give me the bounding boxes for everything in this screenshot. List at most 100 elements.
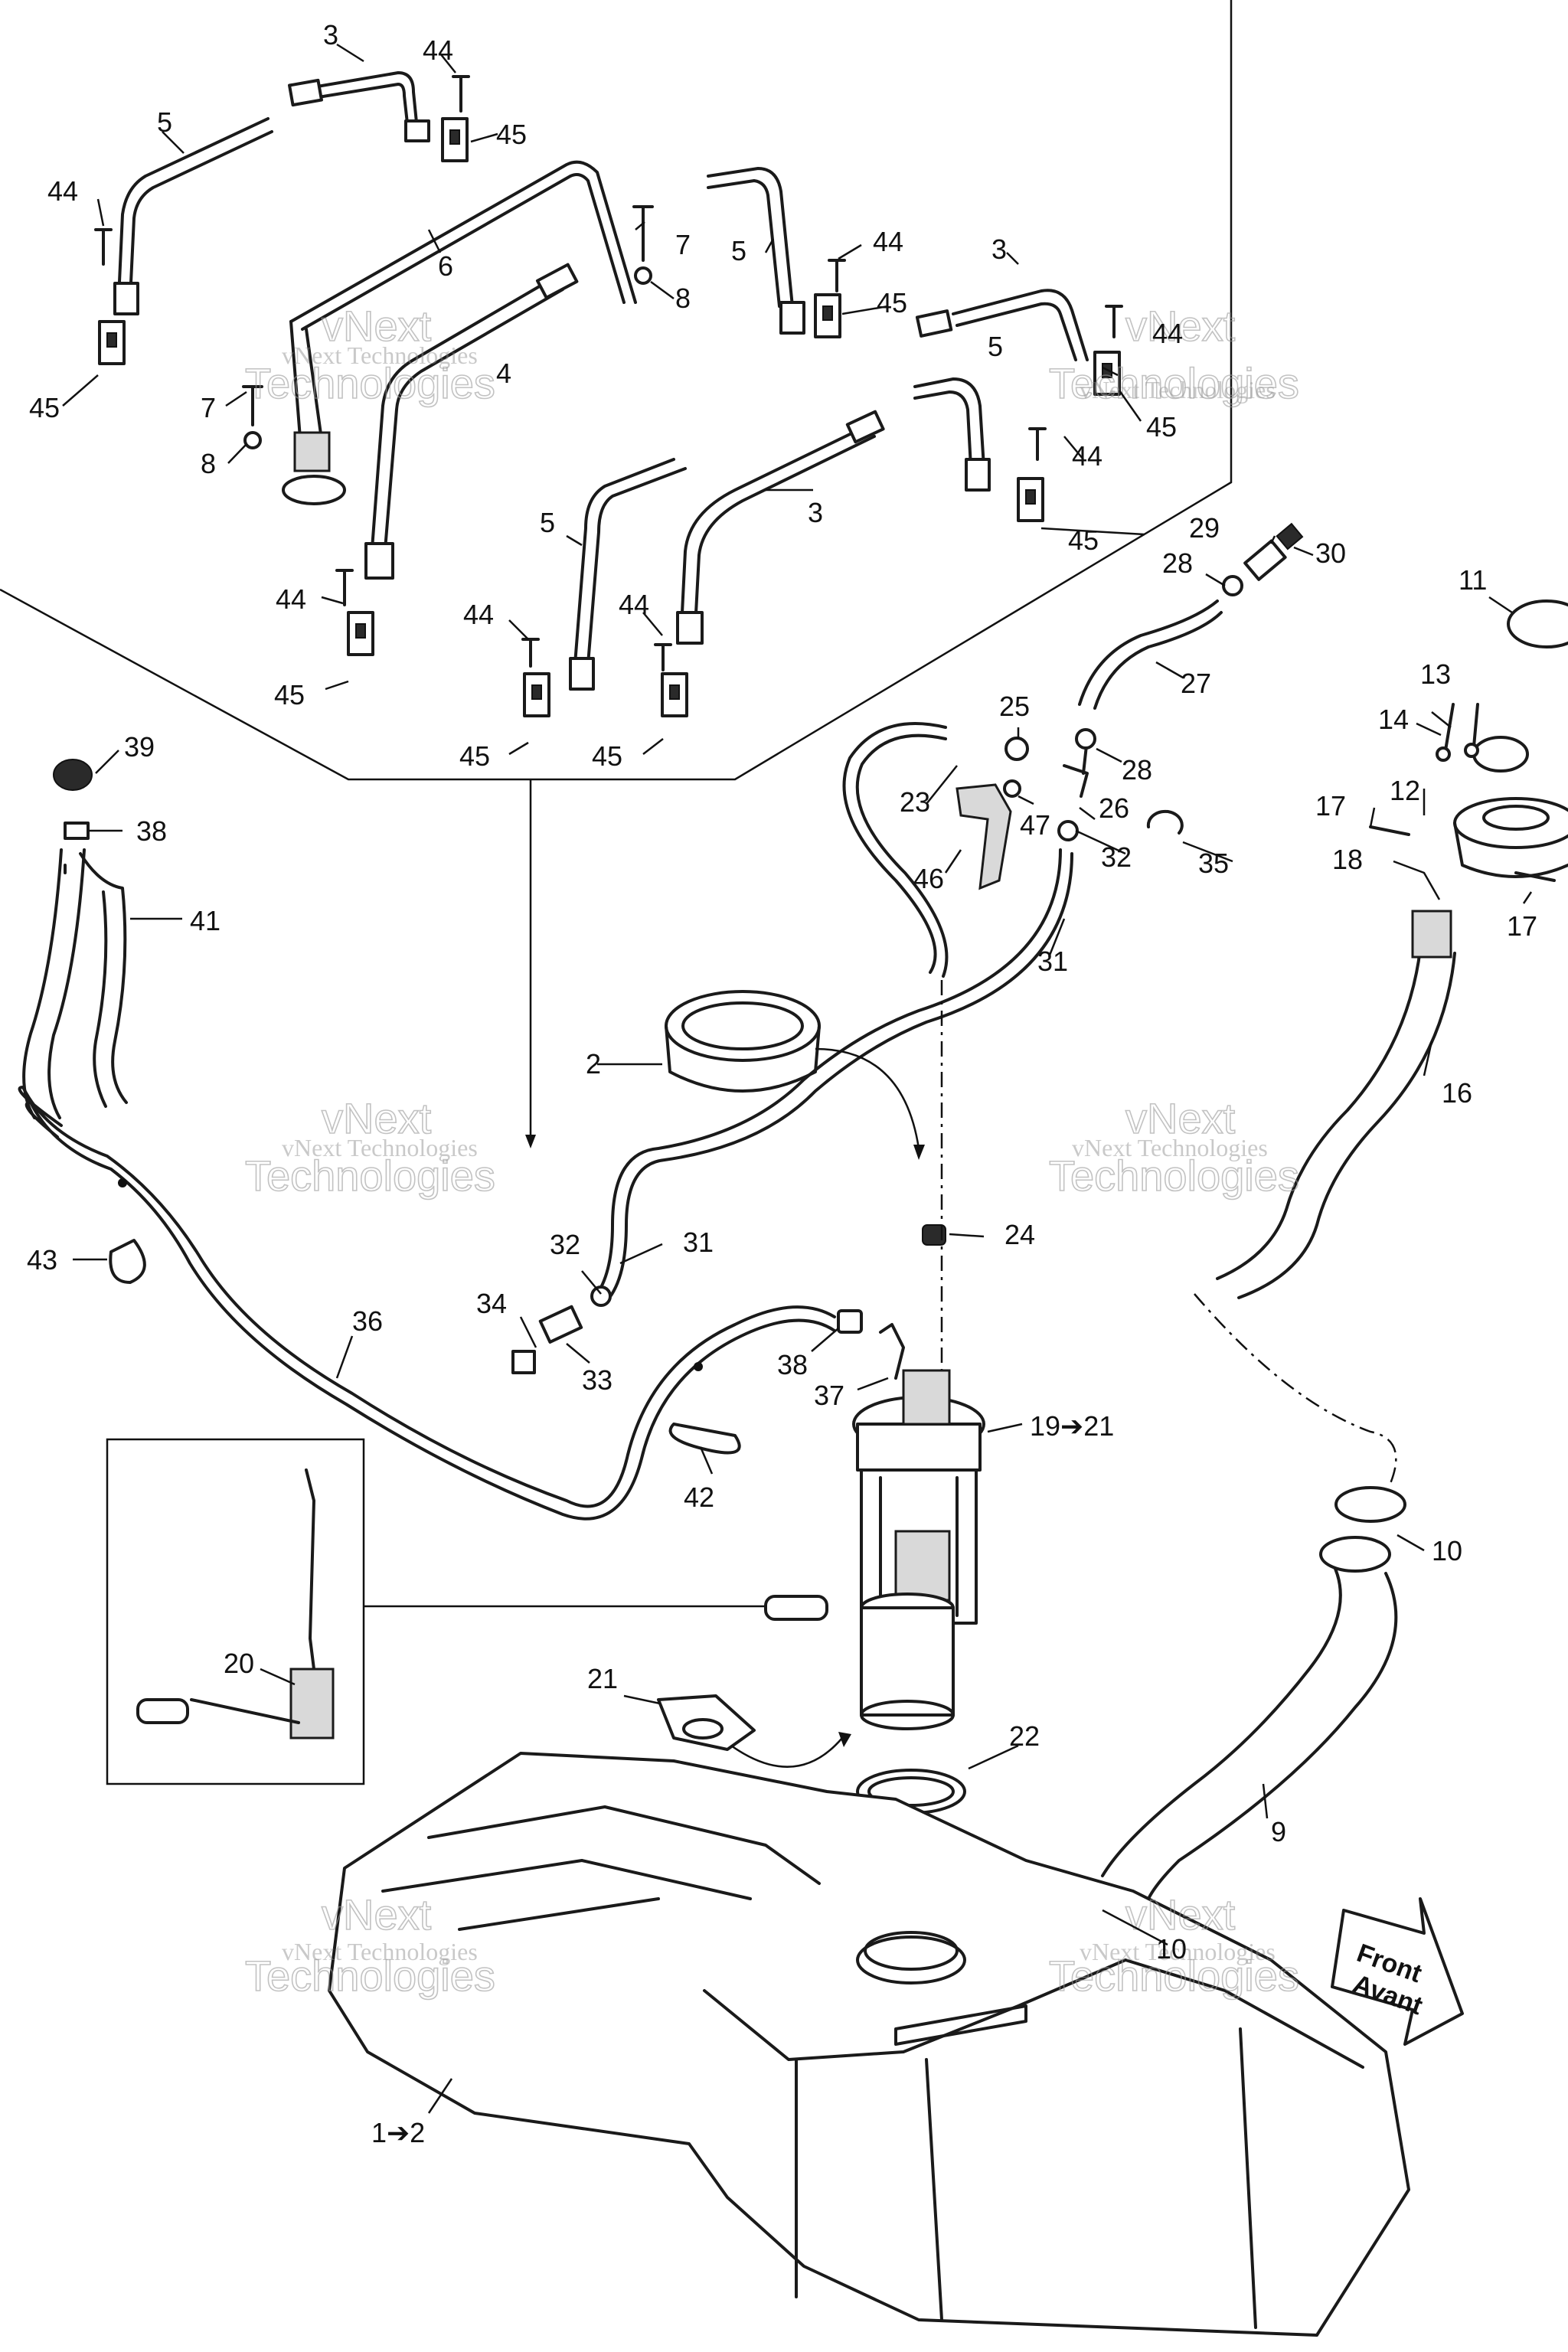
callout-1-2: 1➔2 (371, 2117, 425, 2148)
hose-9-end (1319, 1536, 1391, 1573)
hose-36 (18, 1086, 836, 1521)
strap-3-right (952, 289, 1089, 361)
callout-44: 44 (873, 226, 903, 257)
callout-45: 45 (1068, 524, 1099, 556)
callout-labels: 3 44 45 5 44 6 7 8 4 45 7 8 5 44 45 3 44… (27, 19, 1537, 2148)
watermark-text: Technologies (245, 1152, 495, 1200)
fuel-pump-assembly (852, 1369, 985, 1730)
float-20 (136, 1698, 189, 1724)
watermark-text: vNext Technologies (282, 1938, 478, 1965)
strap-5-lower-center-end (569, 657, 595, 691)
vent-hose-41 (64, 852, 128, 1108)
washer-47 (1003, 779, 1021, 798)
watermark-text: vNext (322, 1094, 432, 1142)
watermark-text: vNext (1125, 1094, 1236, 1142)
strap-6-base (282, 475, 346, 505)
callout-8: 8 (201, 448, 216, 479)
callout-26: 26 (1099, 792, 1129, 824)
fitting-28b (1075, 728, 1096, 750)
callout-44: 44 (276, 583, 306, 615)
filler-hose-16-clip (1411, 910, 1452, 959)
callout-16: 16 (1442, 1077, 1472, 1109)
hose-27 (1078, 599, 1223, 710)
strap-group-arrowhead (525, 1135, 536, 1148)
clip-43 (109, 1239, 146, 1284)
gasket-21-hole (682, 1718, 724, 1740)
callout-4: 4 (496, 358, 511, 389)
strap-3-center-bottom (676, 611, 704, 645)
callout-8: 8 (675, 283, 691, 314)
callout-42: 42 (684, 1481, 714, 1513)
strap-3-center (680, 423, 876, 629)
callout-41: 41 (190, 905, 220, 936)
callout-45: 45 (274, 679, 305, 710)
callout-11: 11 (1459, 564, 1487, 596)
detail-box-20 (106, 1438, 365, 1785)
callout-45: 45 (877, 287, 907, 318)
callout-45: 45 (592, 740, 622, 772)
clip-38b (837, 1309, 863, 1334)
callout-30: 30 (1315, 537, 1346, 569)
callout-13: 13 (1420, 658, 1451, 690)
watermark-text: vNext Technologies (1080, 376, 1276, 403)
gasket-21-arrow (730, 1737, 843, 1768)
strap-6 (289, 160, 637, 331)
callout-35: 35 (1198, 848, 1229, 879)
callout-18: 18 (1332, 844, 1363, 875)
callout-44: 44 (1152, 318, 1183, 349)
lock-ring-2 (665, 990, 821, 1093)
valve-33 (538, 1305, 583, 1344)
lock-ring-arrow (815, 1047, 920, 1149)
fuel-tank (328, 1752, 1410, 2337)
callout-12: 12 (1390, 775, 1420, 806)
callout-44: 44 (619, 589, 649, 620)
watermark-text: vNext Technologies (282, 341, 478, 369)
clip-42 (668, 1423, 741, 1455)
watermark-text: vNext (322, 1890, 432, 1939)
bracket-46 (956, 783, 1012, 890)
filler-housing-12 (1453, 797, 1568, 878)
fitting-29-30 (1222, 522, 1304, 596)
callout-20: 20 (224, 1648, 254, 1679)
callout-19-21: 19➔21 (1030, 1410, 1114, 1442)
float-arm-20 (190, 1698, 300, 1724)
callout-14: 14 (1378, 704, 1409, 735)
watermark-text: Technologies (1049, 359, 1299, 407)
callout-45: 45 (459, 740, 490, 772)
strap-5-left-end (113, 282, 139, 315)
strap-3-top (293, 71, 419, 132)
watermark-text: vNext Technologies (282, 1134, 478, 1161)
gasket-21 (657, 1694, 756, 1751)
fitting-25 (1004, 737, 1029, 761)
watermark-text: Technologies (245, 1952, 495, 2000)
callout-3: 3 (991, 234, 1007, 265)
brackets-45 (98, 117, 1121, 717)
callout-37: 37 (814, 1380, 844, 1411)
marker-42 (694, 1362, 703, 1371)
callout-21: 21 (587, 1663, 618, 1694)
callout-3: 3 (808, 497, 823, 528)
watermarks: vNext Technologies vNext Technologies vN… (244, 301, 1300, 2001)
gasket (1472, 736, 1529, 773)
callout-17: 17 (1507, 910, 1537, 942)
callout-45: 45 (1146, 411, 1177, 443)
strap-5-center-end (779, 301, 805, 335)
callout-7: 7 (201, 392, 216, 423)
callout-29: 29 (1189, 512, 1220, 544)
pins-17 (1369, 825, 1556, 882)
bolts-7-washers-8 (242, 205, 654, 449)
callout-5: 5 (540, 507, 555, 538)
callout-39: 39 (124, 731, 155, 763)
strap-5-lower-right-end (965, 458, 991, 492)
hose-31 (596, 848, 1073, 1299)
strap-4-bottom-end (364, 542, 394, 580)
callout-2: 2 (586, 1048, 601, 1080)
watermark-text: vNext Technologies (1072, 1134, 1268, 1161)
watermark-text: vNext (322, 302, 432, 350)
strap-3-center-top (845, 410, 885, 444)
leader-lines (62, 43, 1533, 2114)
strap-5-lower-right (913, 377, 985, 469)
hose-9 (1101, 1549, 1398, 1900)
strap-5-left (117, 117, 273, 300)
